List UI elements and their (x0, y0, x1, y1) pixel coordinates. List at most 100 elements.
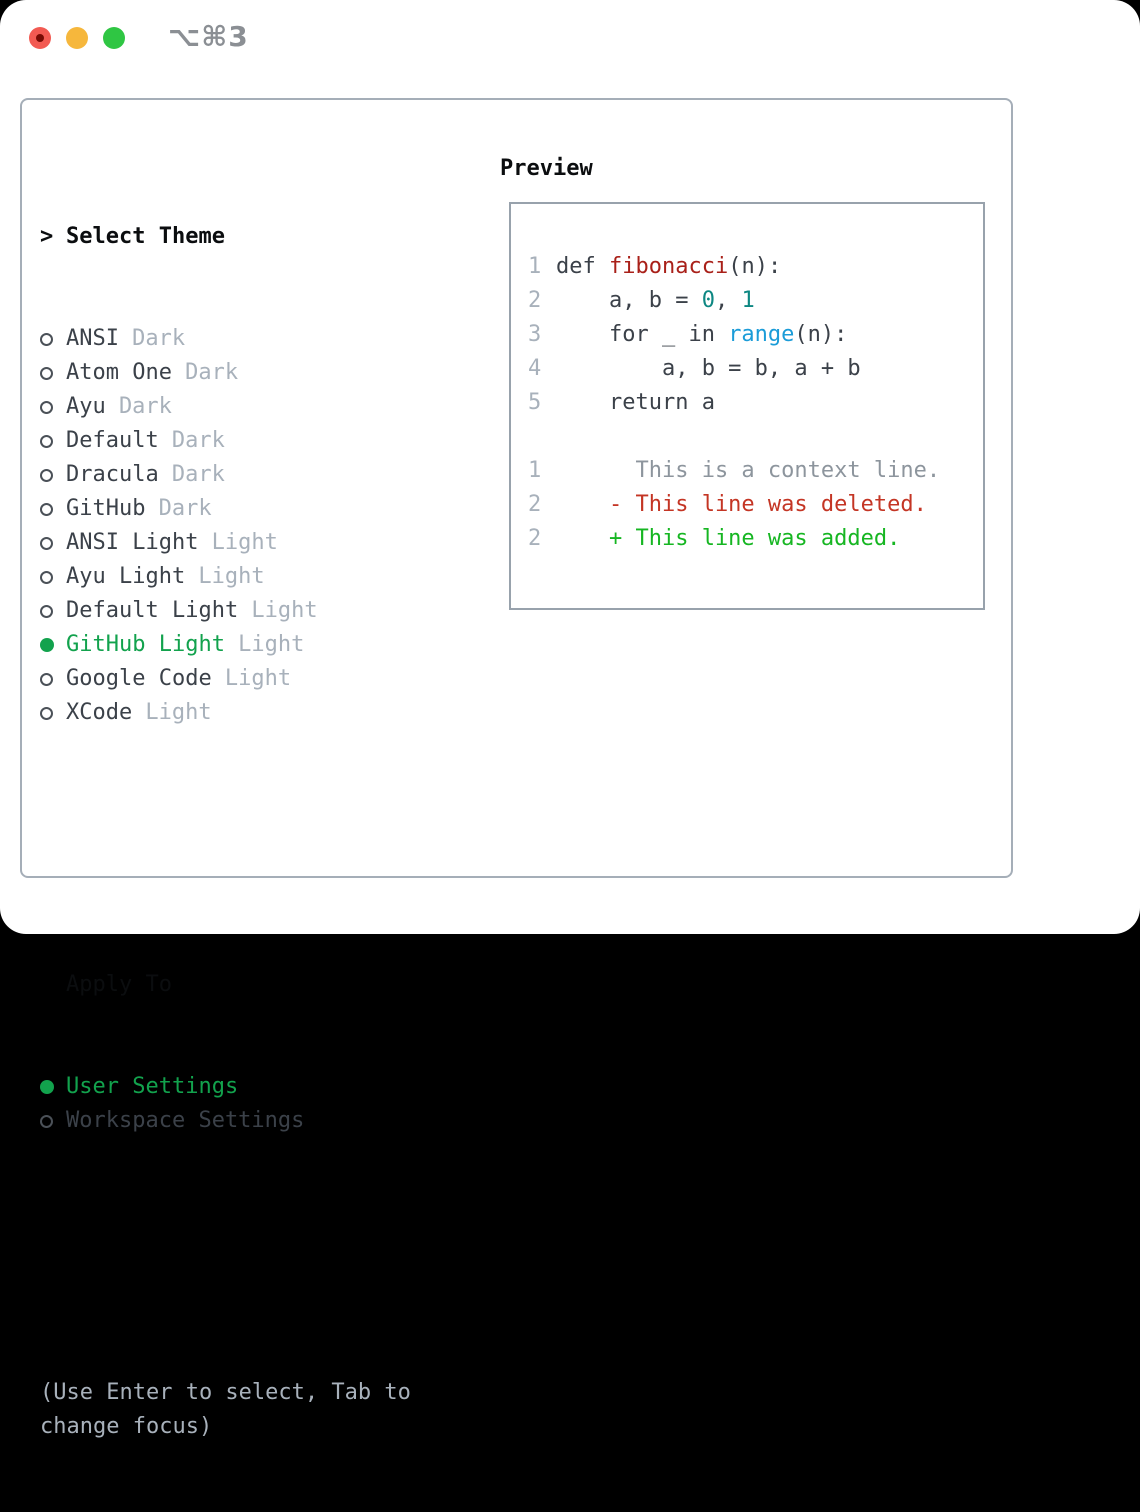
code-line: 3 for _ in range(n): (528, 318, 967, 352)
radio-unselected-icon (40, 1114, 53, 1128)
radio-unselected-icon (40, 672, 53, 686)
theme-item-name: Dracula (66, 462, 159, 487)
theme-item-name: Ayu (66, 394, 106, 419)
theme-variant-tag: Dark (118, 394, 172, 419)
line-number: 2 (528, 526, 542, 551)
diff-text: This is a context line. (556, 458, 941, 483)
apply-option-workspace-settings[interactable]: Workspace Settings (40, 1104, 500, 1138)
radio-unselected-icon (40, 434, 53, 448)
radio-unselected-icon (40, 332, 53, 346)
radio-gutter (40, 706, 66, 720)
theme-variant-tag: Light (145, 700, 212, 725)
line-number: 1 (528, 254, 542, 279)
selection-pointer-icon: > (40, 224, 54, 249)
spacer (528, 420, 967, 454)
radio-gutter (40, 604, 66, 618)
line-number: 5 (528, 390, 542, 415)
theme-variant-tag: Dark (158, 496, 212, 521)
theme-item-name: Google Code (66, 666, 212, 691)
line-number: 3 (528, 322, 542, 347)
theme-item-name: Default (66, 428, 159, 453)
code-token-plain: (n): (794, 322, 848, 347)
theme-item-name: ANSI Light (66, 530, 199, 555)
radio-gutter (40, 502, 66, 516)
radio-unselected-icon (40, 604, 53, 618)
window-title: ⌥⌘3 (168, 20, 249, 53)
theme-item-name: XCode (66, 700, 133, 725)
theme-item-dracula-dark[interactable]: Dracula Dark (40, 458, 500, 492)
apply-option-label: Workspace Settings (66, 1108, 305, 1133)
line-number: 4 (528, 356, 542, 381)
radio-gutter (40, 434, 66, 448)
radio-gutter (40, 332, 66, 346)
apply-option-user-settings[interactable]: User Settings (40, 1070, 500, 1104)
code-line: 2 a, b = 0, 1 (528, 284, 967, 318)
code-line: 5 return a (528, 386, 967, 420)
code-token-func: fibonacci (608, 254, 729, 279)
diff-preview: 1 This is a context line.2 - This line w… (528, 454, 967, 556)
theme-picker-heading-row: > Select Theme (40, 220, 500, 254)
code-token-num: 0 (701, 288, 715, 313)
code-token-plain: a, b = (556, 288, 702, 313)
code-token-plain: a, b = b, a + b (556, 356, 861, 381)
traffic-light-minimize-button[interactable] (66, 27, 88, 49)
radio-gutter (40, 1080, 66, 1094)
radio-unselected-icon (40, 536, 53, 550)
theme-item-name: GitHub (66, 496, 146, 521)
spacer (40, 832, 500, 866)
theme-item-ansi-dark[interactable]: ANSI Dark (40, 322, 500, 356)
theme-item-xcode-light[interactable]: XCode Light (40, 696, 500, 730)
radio-unselected-icon (40, 468, 53, 482)
theme-item-name: Default Light (66, 598, 239, 623)
theme-item-ayu-dark[interactable]: Ayu Dark (40, 390, 500, 424)
radio-gutter (40, 638, 66, 652)
radio-gutter (40, 366, 66, 380)
radio-unselected-icon (40, 570, 53, 584)
traffic-light-zoom-button[interactable] (103, 27, 125, 49)
radio-gutter (40, 468, 66, 482)
hint-text: (Use Enter to select, Tab to change focu… (40, 1380, 411, 1439)
radio-selected-icon (40, 1080, 54, 1094)
theme-variant-tag: Dark (171, 462, 225, 487)
code-token-builtin: range (728, 322, 795, 347)
theme-item-github-dark[interactable]: GitHub Dark (40, 492, 500, 526)
theme-item-name: Atom One (66, 360, 172, 385)
theme-item-name: GitHub Light (66, 632, 225, 657)
apply-to-heading: Apply To (66, 972, 172, 997)
code-token-plain: , (714, 288, 742, 313)
theme-item-name: ANSI (66, 326, 119, 351)
spacer (40, 1240, 500, 1274)
radio-gutter (40, 536, 66, 550)
theme-picker-heading: Select Theme (66, 224, 225, 249)
line-number: 1 (528, 458, 542, 483)
preview-heading: Preview (500, 156, 593, 181)
theme-variant-tag: Light (198, 564, 265, 589)
line-number: 2 (528, 288, 542, 313)
diff-line-context: 1 This is a context line. (528, 454, 967, 488)
traffic-light-close-button[interactable] (29, 27, 51, 49)
diff-line-deleted: 2 - This line was deleted. (528, 488, 967, 522)
radio-gutter (40, 1114, 66, 1128)
theme-variant-tag: Dark (132, 326, 186, 351)
apply-option-label: User Settings (66, 1074, 239, 1099)
code-token-plain: (n): (728, 254, 782, 279)
code-line: 1 def fibonacci(n): (528, 250, 967, 284)
radio-gutter (40, 400, 66, 414)
preview-heading-row: Preview (500, 152, 985, 186)
radio-selected-icon (40, 638, 54, 652)
code-token-plain: def (556, 254, 609, 279)
diff-line-added: 2 + This line was added. (528, 522, 967, 556)
code-line: 4 a, b = b, a + b (528, 352, 967, 386)
